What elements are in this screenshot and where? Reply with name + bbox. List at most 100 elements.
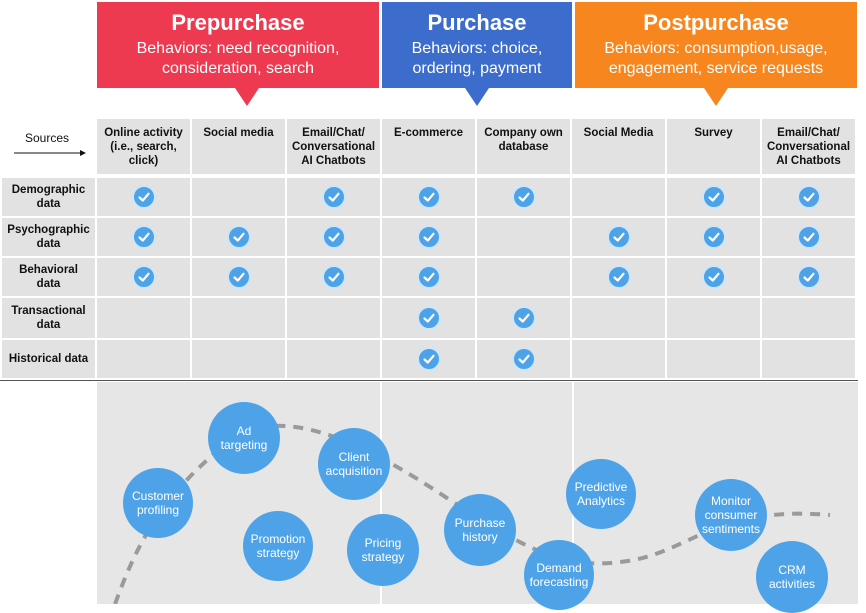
source-header: Email/Chat/ Conversational AI Chatbots [287,119,380,174]
matrix-cell [97,340,190,378]
source-header: E-commerce [382,119,475,174]
checkmark-icon [796,265,821,289]
checkmark-icon [511,306,536,330]
matrix-cell [572,218,665,256]
phase-title: Prepurchase [171,10,305,35]
matrix-cell [287,298,380,338]
matrix-cell [192,340,285,378]
matrix-cell [382,218,475,256]
journey-bubble: Customer profiling [123,468,193,538]
matrix-cell [572,298,665,338]
source-header: Email/Chat/ Conversational AI Chatbots [762,119,855,174]
journey-bubble: Pricing strategy [347,514,419,586]
matrix-cell [97,298,190,338]
checkmark-icon [796,225,821,249]
journey-bubble: Monitor consumer sentiments [695,479,767,551]
checkmark-icon [701,185,726,209]
checkmark-icon [226,225,251,249]
matrix-cell [477,178,570,216]
matrix-cell [192,178,285,216]
matrix-cell [762,298,855,338]
source-header: Online activity (i.e., search, click) [97,119,190,174]
source-header: Company own database [477,119,570,174]
checkmark-icon [511,347,536,371]
matrix-cell [382,298,475,338]
matrix-cell [477,340,570,378]
phase-description: Behaviors: choice, ordering, payment [411,40,543,77]
matrix-cell [192,218,285,256]
matrix-cell [287,258,380,296]
checkmark-icon [131,225,156,249]
matrix-cell [287,178,380,216]
row-label: Historical data [2,340,95,378]
matrix-cell [287,340,380,378]
checkmark-icon [606,225,631,249]
checkmark-icon [416,185,441,209]
matrix-cell [762,178,855,216]
matrix-cell [192,258,285,296]
sources-label: Sources [25,131,70,145]
checkmark-icon [416,225,441,249]
matrix-cell [477,258,570,296]
phase-title: Purchase [427,10,527,35]
phase-pointer [465,88,489,106]
phase-postpurchase: Postpurchase Behaviors: consumption,usag… [575,2,857,106]
checkmark-icon [511,185,536,209]
checkmark-icon [606,265,631,289]
journey-bubble: CRM activities [756,541,828,613]
phase-purchase: Purchase Behaviors: choice, ordering, pa… [382,2,572,106]
matrix-cell [667,178,760,216]
checkmark-icon [416,306,441,330]
matrix-cell [667,258,760,296]
checkmark-icon [701,225,726,249]
section-divider [0,380,858,381]
matrix-cell [192,298,285,338]
journey-bubble: Purchase history [444,494,516,566]
phase-description: Behaviors: need recognition, considerati… [136,40,340,77]
matrix-cell [287,218,380,256]
matrix-cell [382,340,475,378]
journey-bubble: Predictive Analytics [566,459,636,529]
journey-bubble: Promotion strategy [243,511,313,581]
journey-bubble: Ad targeting [208,402,280,474]
matrix-cell [572,258,665,296]
checkmark-icon [416,265,441,289]
source-header: Survey [667,119,760,174]
matrix-cell [762,340,855,378]
source-header: Social Media [572,119,665,174]
journey-bubble: Client acquisition [318,428,390,500]
matrix-cell [382,178,475,216]
checkmark-icon [131,265,156,289]
matrix-cell [667,298,760,338]
checkmark-icon [321,265,346,289]
checkmark-icon [701,265,726,289]
matrix-cell [97,258,190,296]
matrix-cell [572,178,665,216]
phase-prepurchase: Prepurchase Behaviors: need recognition,… [97,2,379,106]
matrix-cell [382,258,475,296]
phase-pointer [235,88,259,106]
row-label: Psychographic data [2,218,95,256]
row-label: Demographic data [2,178,95,216]
matrix-cell [97,218,190,256]
matrix-cell [667,218,760,256]
row-label: Behavioral data [2,258,95,296]
source-header: Social media [192,119,285,174]
matrix-cell [667,340,760,378]
phase-description: Behaviors: consumption,usage, engagement… [604,40,828,77]
matrix-cell [477,218,570,256]
arrow-right-icon [14,150,86,156]
matrix-cell [762,218,855,256]
matrix-cell [762,258,855,296]
phase-separator [380,382,382,604]
matrix-cell [572,340,665,378]
row-label: Transactional data [2,298,95,338]
checkmark-icon [131,185,156,209]
journey-bubble: Demand forecasting [524,540,594,610]
matrix-cell [477,298,570,338]
checkmark-icon [321,225,346,249]
matrix-cell [97,178,190,216]
checkmark-icon [226,265,251,289]
phase-title: Postpurchase [643,10,789,35]
phase-pointer [704,88,728,106]
